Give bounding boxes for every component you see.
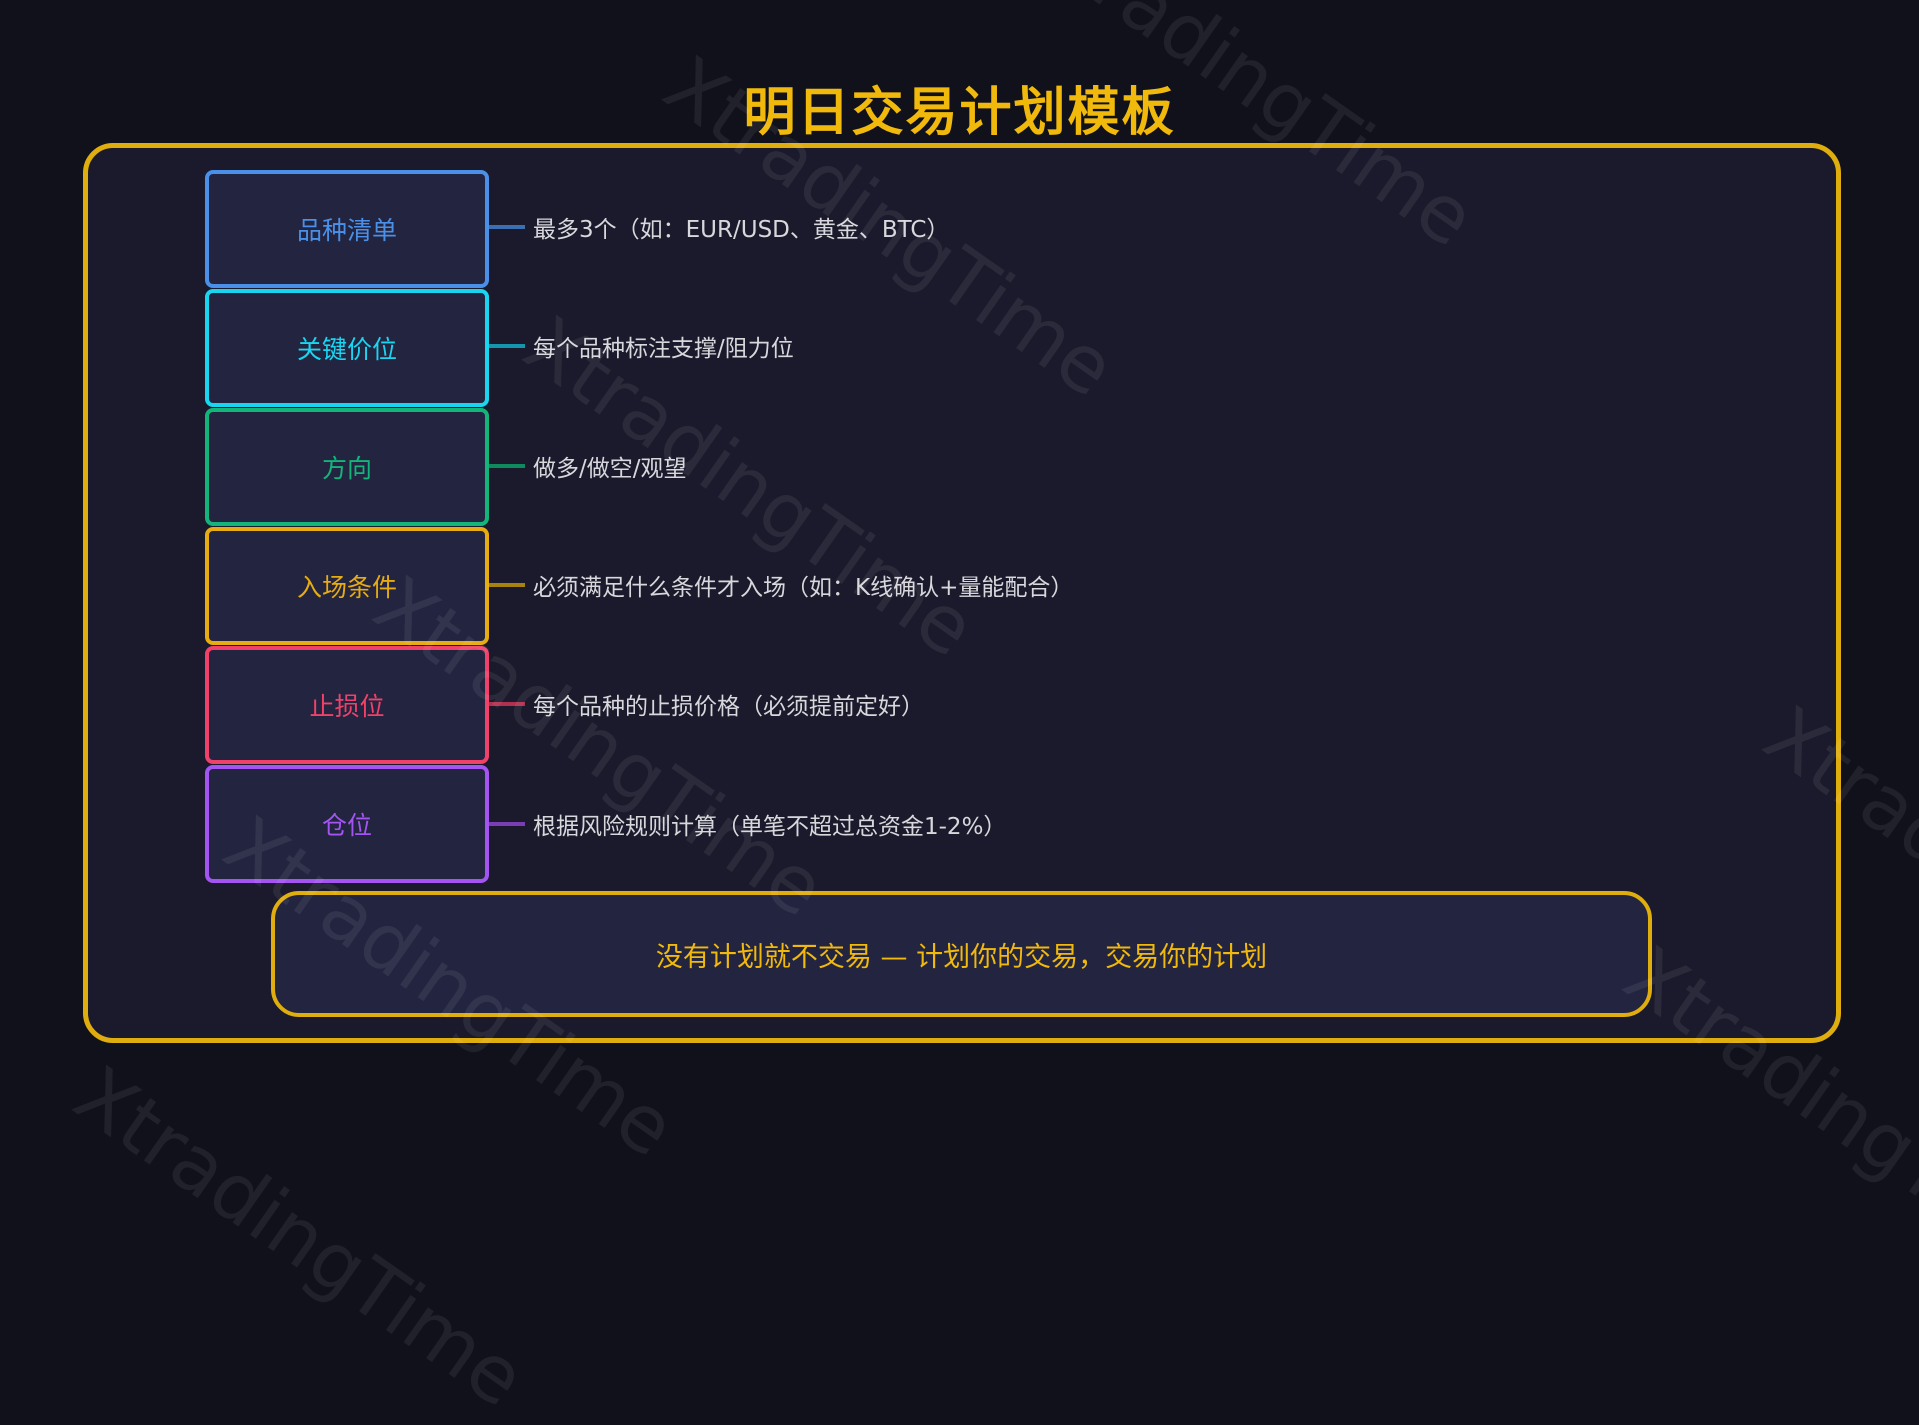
item-description: 做多/做空/观望 bbox=[533, 456, 687, 482]
item-box-entry-conditions: 入场条件 bbox=[205, 527, 489, 645]
connector-line bbox=[489, 822, 525, 826]
item-description: 每个品种的止损价格（必须提前定好） bbox=[533, 694, 924, 720]
item-box-symbols: 品种清单 bbox=[205, 170, 489, 288]
item-description: 根据风险规则计算（单笔不超过总资金1-2%） bbox=[533, 814, 1007, 840]
connector-line bbox=[489, 344, 525, 348]
motto-text: 没有计划就不交易 — 计划你的交易，交易你的计划 bbox=[655, 941, 1268, 973]
item-label: 品种清单 bbox=[296, 216, 397, 245]
item-label: 仓位 bbox=[321, 811, 372, 840]
item-box-key-levels: 关键价位 bbox=[205, 289, 489, 407]
item-box-direction: 方向 bbox=[205, 408, 489, 526]
item-label: 关键价位 bbox=[296, 335, 397, 364]
page-title: 明日交易计划模板 bbox=[743, 83, 1176, 143]
item-box-position-size: 仓位 bbox=[205, 765, 489, 883]
connector-line bbox=[489, 583, 525, 587]
item-label: 止损位 bbox=[309, 692, 385, 721]
item-label: 方向 bbox=[321, 454, 372, 483]
connector-line bbox=[489, 702, 525, 706]
item-box-stop-loss: 止损位 bbox=[205, 646, 489, 764]
item-description: 每个品种标注支撑/阻力位 bbox=[533, 336, 794, 362]
item-label: 入场条件 bbox=[296, 573, 397, 602]
motto-banner: 没有计划就不交易 — 计划你的交易，交易你的计划 bbox=[271, 891, 1652, 1017]
connector-line bbox=[489, 225, 525, 229]
connector-line bbox=[489, 464, 525, 468]
watermark: XtradingTime bbox=[58, 1050, 540, 1425]
item-description: 最多3个（如：EUR/USD、黄金、BTC） bbox=[533, 217, 950, 243]
item-description: 必须满足什么条件才入场（如：K线确认+量能配合） bbox=[533, 575, 1074, 601]
